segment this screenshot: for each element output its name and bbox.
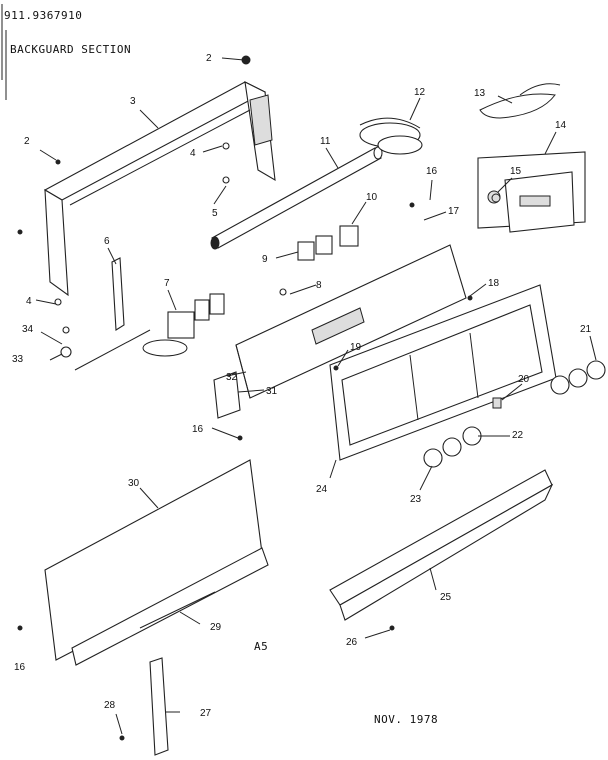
section-title: BACKGUARD SECTION xyxy=(10,43,132,56)
callout-labels: 2 2 3 4 4 5 6 7 8 9 10 11 12 13 14 15 16… xyxy=(12,53,592,719)
callout-5: 5 xyxy=(212,208,218,219)
callout-30: 30 xyxy=(128,478,140,489)
thermostat xyxy=(74,293,225,371)
callout-16: 16 xyxy=(14,662,26,673)
lower-trim xyxy=(329,469,554,621)
control-panel xyxy=(235,244,467,399)
wire-harness-lead xyxy=(519,83,561,96)
callout-29: 29 xyxy=(210,622,222,633)
callout-12: 12 xyxy=(414,87,426,98)
callout-3: 3 xyxy=(130,96,136,107)
callout-13: 13 xyxy=(474,88,486,99)
callout-9: 9 xyxy=(262,254,268,265)
callout-6: 6 xyxy=(104,236,110,247)
callout-34: 34 xyxy=(22,324,34,335)
callout-21: 21 xyxy=(580,324,592,335)
vertical-strip xyxy=(149,657,169,756)
callout-4: 4 xyxy=(26,296,32,307)
spring xyxy=(492,397,502,409)
callout-16: 16 xyxy=(192,424,204,435)
callout-4: 4 xyxy=(190,148,196,159)
callout-8: 8 xyxy=(316,280,322,291)
callout-28: 28 xyxy=(104,700,116,711)
callout-16: 16 xyxy=(426,166,438,177)
wire-harness xyxy=(479,93,556,119)
callout-33: 33 xyxy=(12,354,24,365)
page-code: A5 xyxy=(254,640,269,653)
callout-14: 14 xyxy=(555,120,567,131)
callout-15: 15 xyxy=(510,166,522,177)
callout-18: 18 xyxy=(488,278,500,289)
callout-2: 2 xyxy=(24,136,30,147)
cover-plate xyxy=(213,371,241,419)
callout-27: 27 xyxy=(200,708,212,719)
clock-timer-box xyxy=(477,151,586,233)
callout-24: 24 xyxy=(316,484,328,495)
callout-7: 7 xyxy=(164,278,170,289)
switch-set-9-10 xyxy=(297,225,359,261)
callout-25: 25 xyxy=(440,592,452,603)
rear-strip xyxy=(139,591,216,629)
callout-20: 20 xyxy=(518,374,530,385)
callout-26: 26 xyxy=(346,637,358,648)
callout-32: 32 xyxy=(226,372,238,383)
callout-2: 2 xyxy=(206,53,212,64)
callout-19: 19 xyxy=(350,342,362,353)
backguard-top-cover xyxy=(43,81,276,297)
callout-17: 17 xyxy=(448,206,460,217)
model-number: 911.9367910 xyxy=(4,9,83,22)
leader-lines xyxy=(35,57,597,735)
callout-11: 11 xyxy=(320,136,331,147)
knob-set-21 xyxy=(550,360,606,395)
bracket xyxy=(111,257,125,331)
callout-23: 23 xyxy=(410,494,422,505)
screw-set xyxy=(17,55,501,741)
callout-31: 31 xyxy=(266,386,278,397)
lamp-socket xyxy=(359,117,423,155)
rear-panel xyxy=(44,459,269,666)
knob-set-22-23 xyxy=(423,426,482,468)
callout-22: 22 xyxy=(512,430,524,441)
callout-10: 10 xyxy=(366,192,378,203)
diagram-date: NOV. 1978 xyxy=(374,713,439,726)
